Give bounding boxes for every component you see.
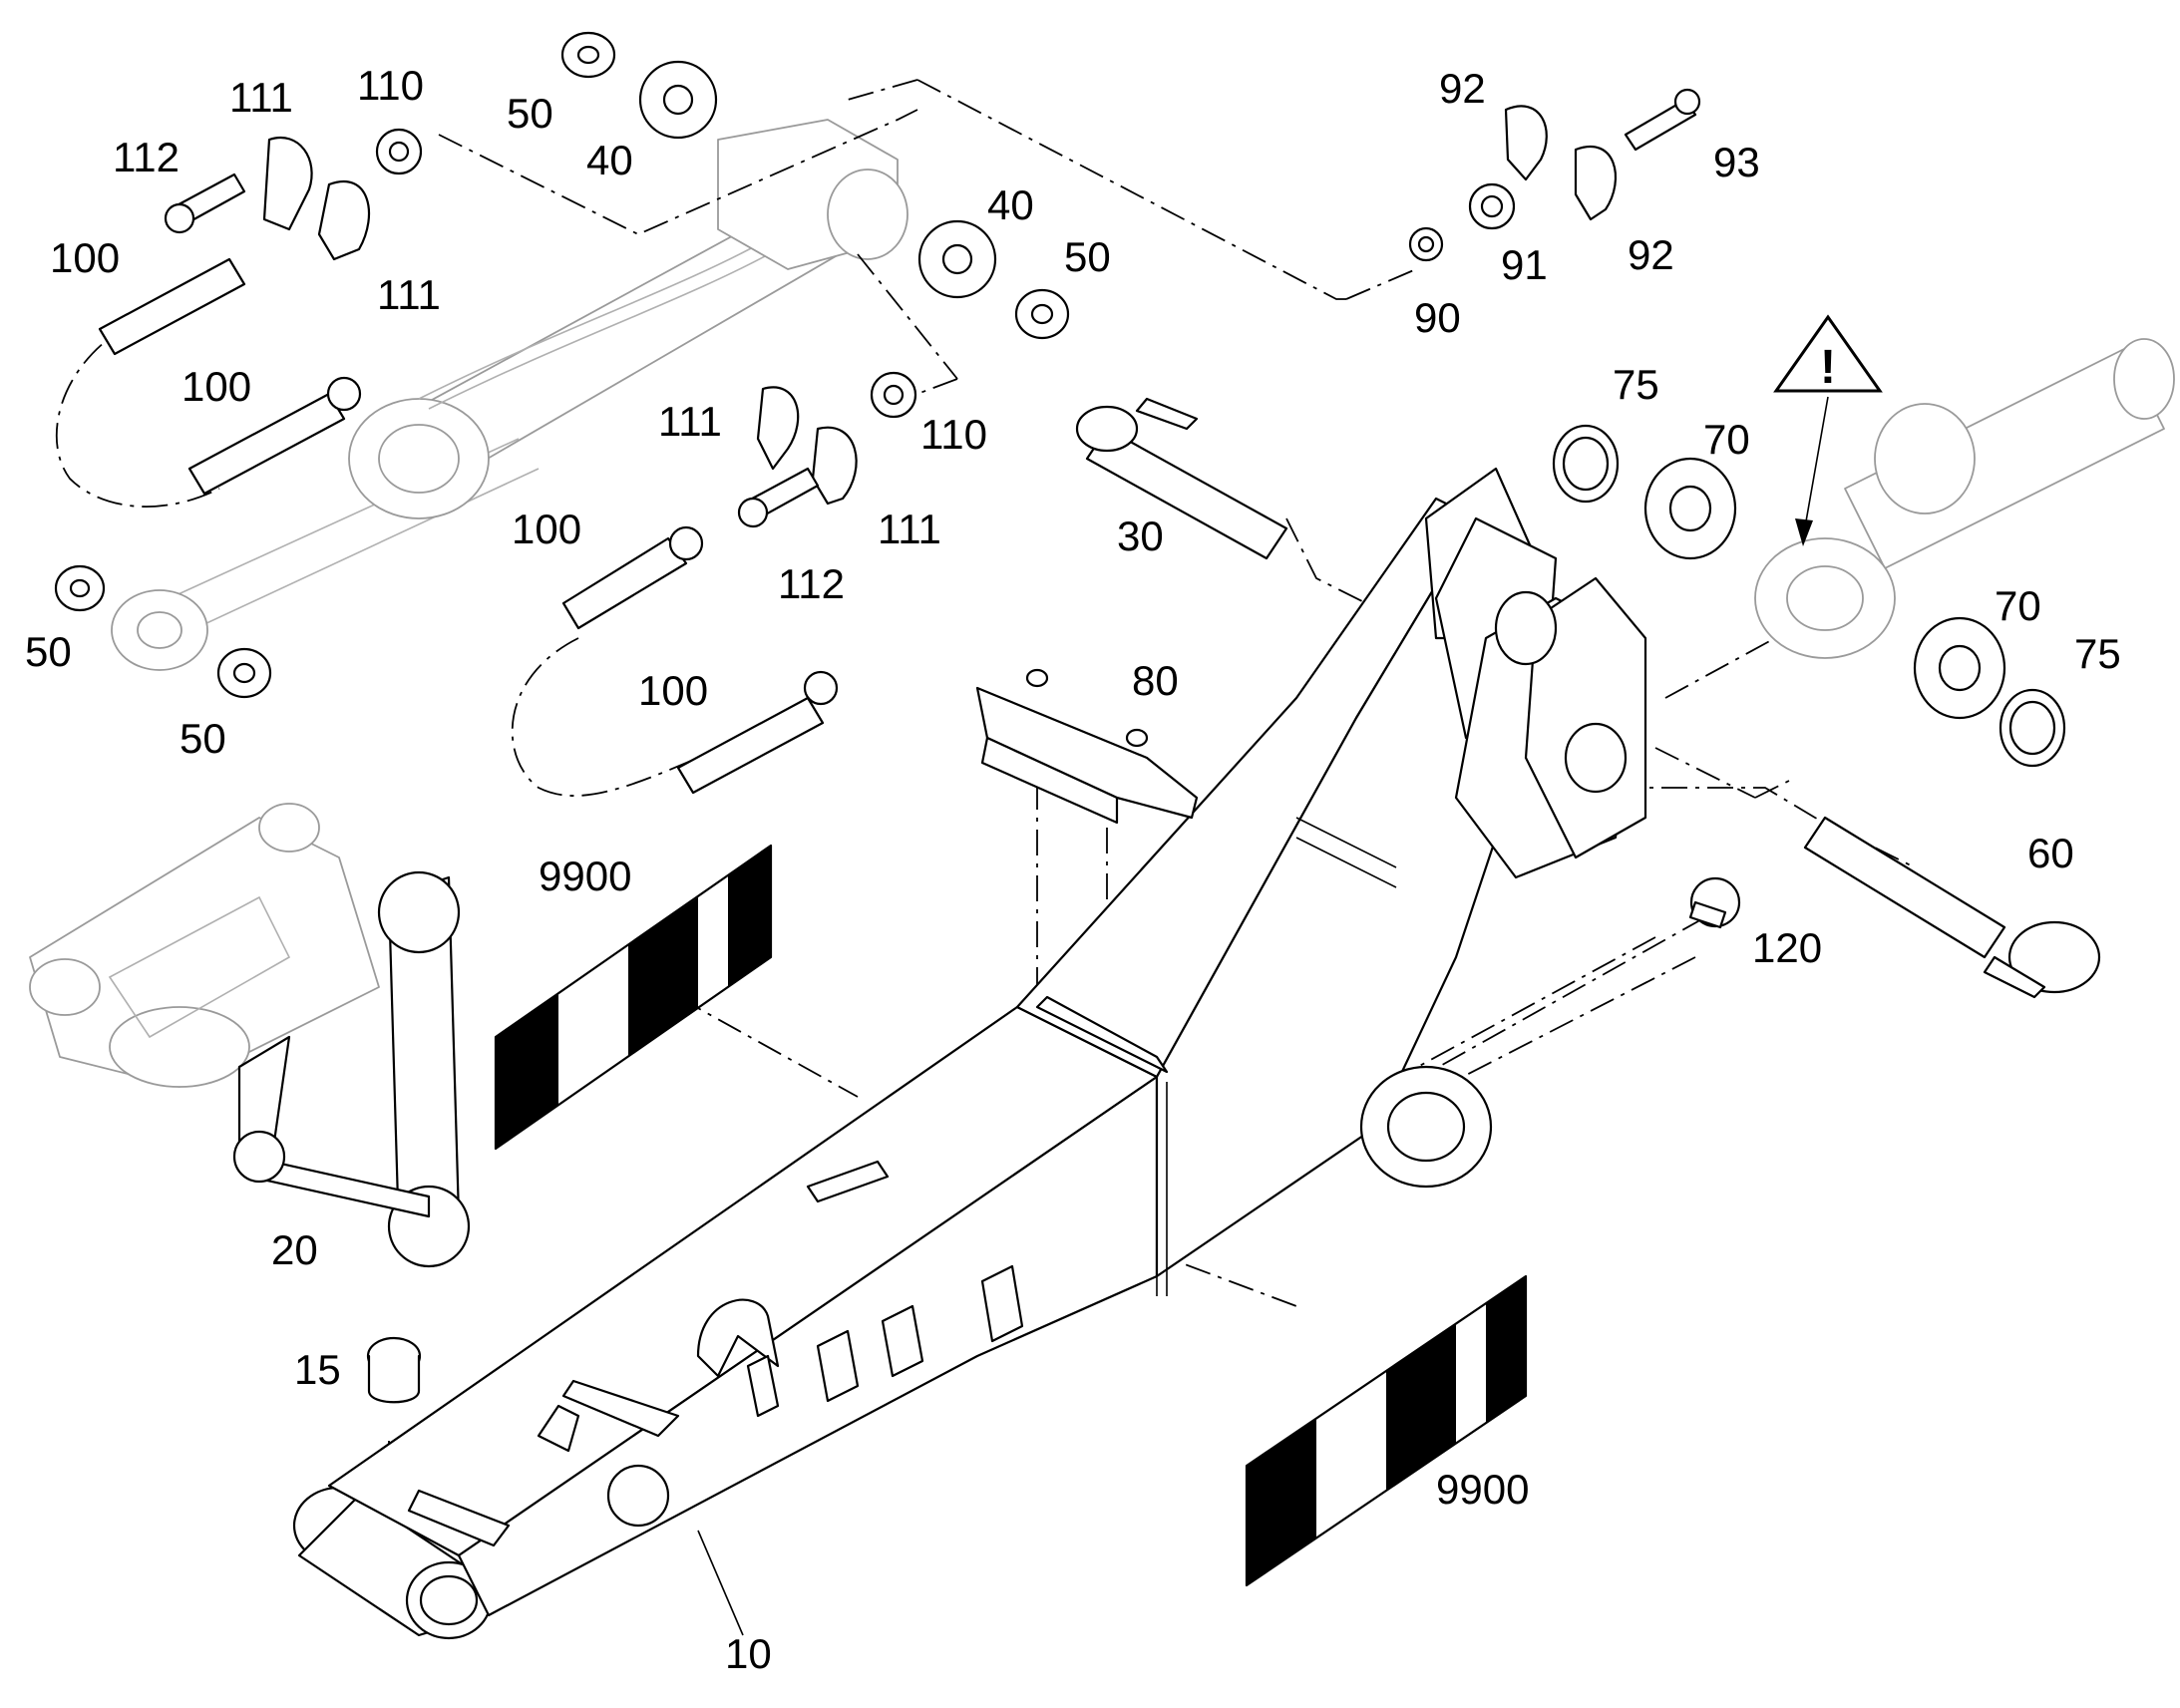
callout-110-top: 110 [357, 62, 424, 109]
washer-110 [375, 128, 423, 175]
washer-75 [1552, 424, 1620, 504]
callout-120: 120 [1752, 924, 1822, 971]
callout-15: 15 [294, 1346, 341, 1393]
callout-40-top: 40 [586, 137, 633, 183]
callout-111-mid-right: 111 [878, 506, 941, 552]
callout-100-mid: 100 [182, 363, 251, 410]
callout-91: 91 [1501, 241, 1548, 288]
callout-40-mid: 40 [987, 181, 1034, 228]
callout-20: 20 [271, 1226, 318, 1273]
tilt-cylinder-ghost [1754, 338, 2175, 659]
svg-text:!: ! [1820, 341, 1836, 394]
washer-90 [1408, 226, 1444, 262]
lift-link-ghost [29, 803, 380, 1088]
hydraulic-cylinder-ghost [111, 119, 908, 671]
callout-75-top: 75 [1613, 361, 1659, 408]
callout-111-top-right: 111 [377, 271, 441, 318]
washer-50 [1014, 288, 1070, 340]
parts: ! [54, 31, 2101, 1587]
boom-arm [292, 467, 1647, 1640]
callout-80: 80 [1132, 657, 1179, 704]
callout-90: 90 [1414, 294, 1461, 341]
washer-50 [216, 647, 272, 699]
decal-9900-left [494, 844, 773, 1151]
callout-70-right: 70 [1995, 582, 2041, 629]
callout-10: 10 [725, 1630, 772, 1677]
decal-9900-right [1245, 1274, 1528, 1587]
callout-60: 60 [2027, 830, 2074, 876]
callout-100-low: 100 [638, 667, 708, 714]
callout-9900-right: 9900 [1436, 1466, 1529, 1513]
washer-110 [870, 371, 917, 419]
washer-91 [1468, 182, 1516, 230]
callout-9900-left: 9900 [539, 853, 631, 899]
washer-75 [1998, 688, 2066, 768]
callout-75-right: 75 [2074, 630, 2121, 677]
callout-labels: 10 15 20 30 40 40 50 50 50 50 60 70 70 7… [25, 62, 2121, 1677]
callout-112-mid: 112 [778, 560, 845, 607]
callout-50-mid: 50 [1064, 233, 1111, 280]
callout-111-mid-left: 111 [658, 398, 722, 445]
bushing-40-mid [917, 219, 997, 299]
bushing-40-top [638, 60, 718, 140]
callout-50-top: 50 [507, 90, 553, 137]
washer-50 [54, 564, 106, 612]
callout-70-top: 70 [1703, 416, 1750, 463]
callout-30: 30 [1117, 512, 1164, 559]
bushing-70 [1643, 457, 1737, 560]
callout-50-left: 50 [25, 628, 72, 675]
callout-111-top-left: 111 [229, 74, 293, 121]
callout-92-top: 92 [1439, 65, 1486, 112]
callout-110-mid: 110 [920, 411, 987, 458]
callout-50-low: 50 [180, 715, 226, 762]
callout-100-top: 100 [50, 234, 120, 281]
bushing-70 [1913, 616, 2006, 720]
callout-92-right: 92 [1628, 231, 1674, 278]
callout-93: 93 [1713, 139, 1760, 185]
callout-100-center: 100 [512, 506, 581, 552]
warning-triangle-icon: ! [1773, 314, 1883, 546]
washer-50 [560, 31, 616, 79]
callout-112-top: 112 [113, 134, 180, 180]
